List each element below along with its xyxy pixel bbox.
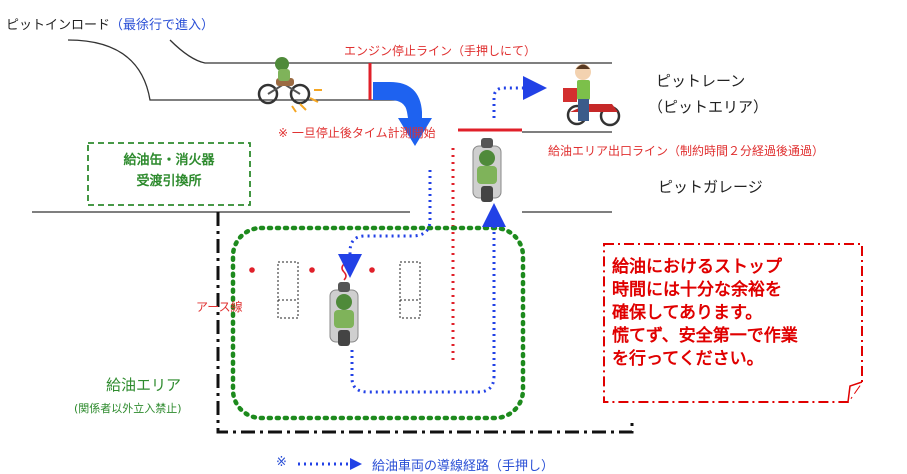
pit-lane-label: ピットレーン [656,72,746,90]
pit-in-road-label: ピットインロード（最徐行で進入） [6,14,214,33]
motorcycle-rider-icon [257,57,322,113]
restricted-boundary [216,212,634,434]
pit-in-road-title: ピットインロード [6,18,111,33]
callout-line: 時間には十分な余裕を [612,280,782,300]
earth-point [369,267,375,273]
supply-box-line2: 受渡引換所 [136,174,202,189]
callout-message: 給油におけるストップ 時間には十分な余裕を 確保してあります。 慌てず、安全第一… [612,256,852,371]
callout-line: 確保してあります。 [612,303,763,323]
callout-line: 給油におけるストップ [612,257,782,277]
fuel-area-note: (関係者以外立入禁止) [74,402,182,415]
motorcycle-rider-top-icon [472,138,502,202]
curved-arrow-icon [373,82,432,146]
stop-timing-note: ※ 一旦停止後タイム計測開始 [278,126,436,140]
route-exit-to-lane [492,76,547,118]
pit-in-road-right-edge [169,39,612,64]
fuel-area-label: 給油エリア [106,376,182,394]
earth-point [309,267,315,273]
callout-fold [847,381,863,403]
fuel-exit-line-label: 給油エリア出口ライン（制約時間２分経過後通過） [548,144,825,158]
parking-slot [277,261,299,319]
callout-line: 慌てず、安全第一で作業 [612,326,798,346]
parking-slot [399,261,421,319]
earth-point [249,267,255,273]
motorcycle-rider-top-icon [329,282,359,346]
pit-area-label: （ピットエリア） [648,98,769,116]
engine-stop-line-label: エンジン停止ライン（手押しにて） [344,44,537,58]
legend-mark: ※ [276,455,287,470]
supply-box [87,142,251,206]
person-pushing-scooter-icon [563,64,621,127]
earth-wire-label: アース線 [196,300,243,314]
legend-text: 給油車両の導線経路（手押し） [372,459,555,474]
supply-box-label: 給油缶・消火器 受渡引換所 [86,150,252,192]
earth-wire [341,263,347,281]
pit-in-road-left-edge [67,39,178,101]
supply-box-line1: 給油缶・消火器 [123,153,215,168]
callout-line: を行ってください。 [612,349,764,369]
route-refuel-to-exit [350,203,506,394]
pit-garage-label: ピットガレージ [658,178,763,196]
legend-route-arrow [298,458,362,470]
pit-in-road-note: （最徐行で進入） [110,18,215,33]
fuel-area-boundary [230,225,526,421]
route-entry [338,170,432,278]
